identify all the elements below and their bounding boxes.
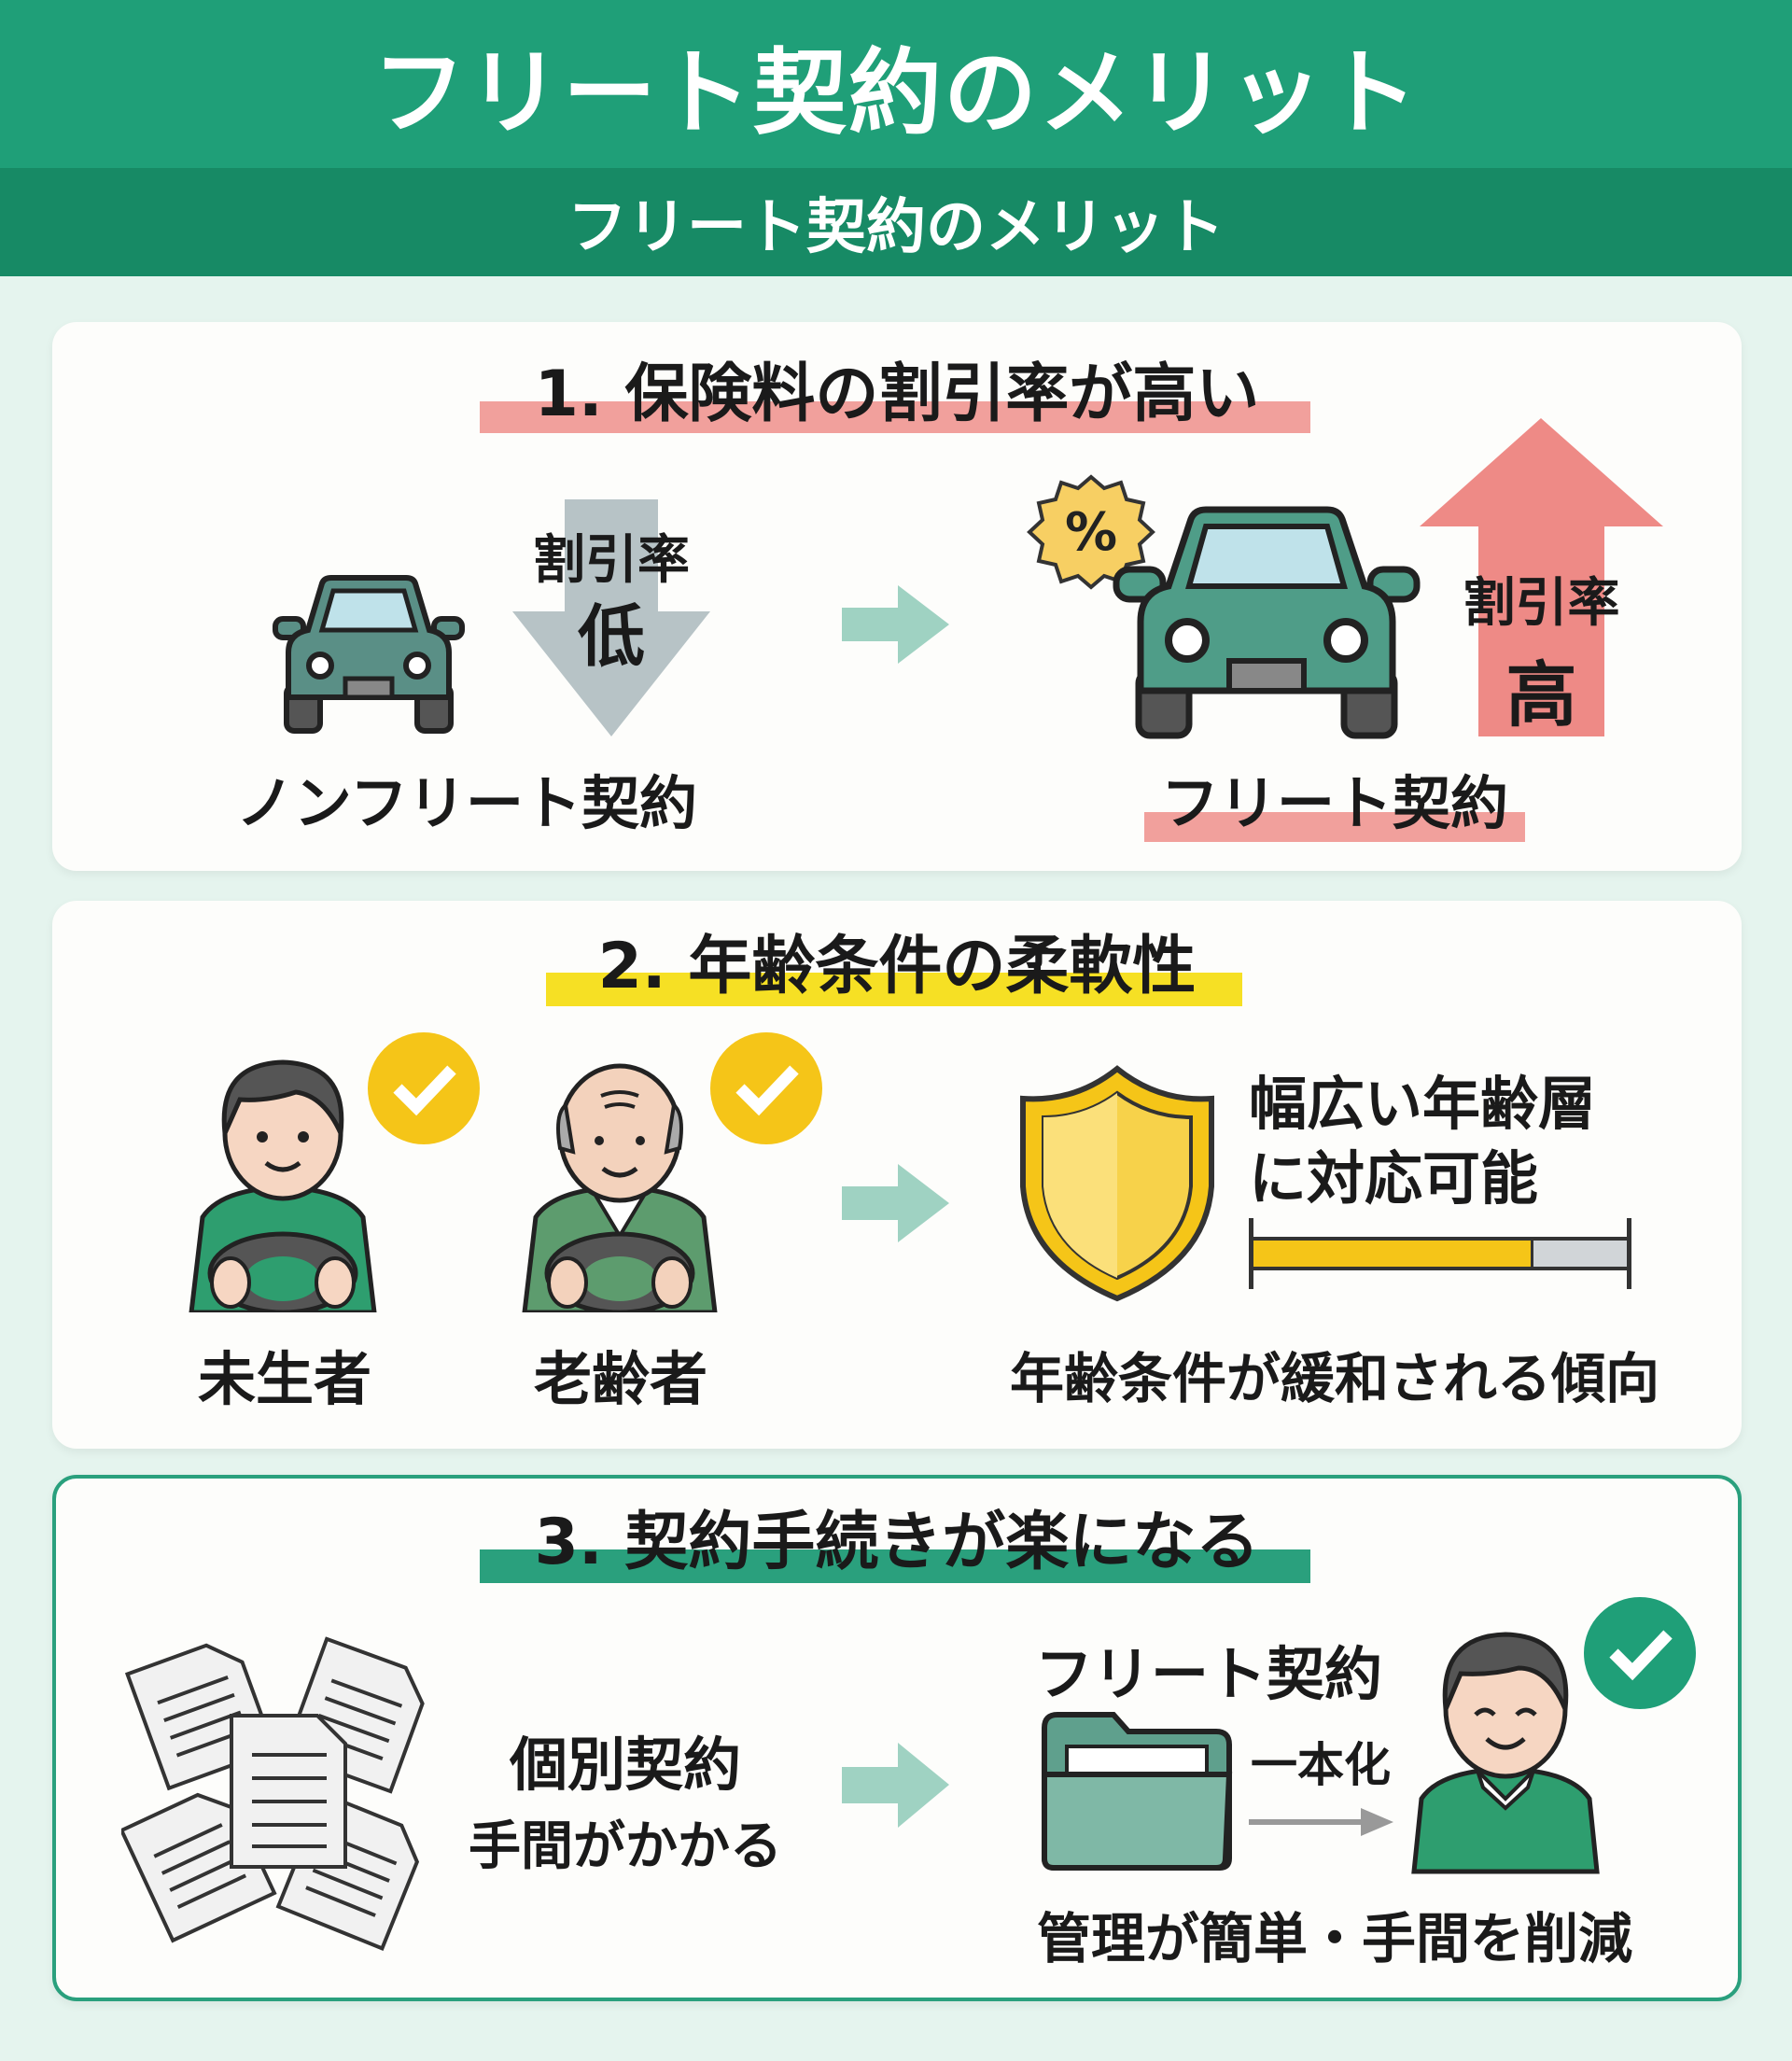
folder-icon <box>1042 1712 1233 1871</box>
high-rate-label: 割引率 <box>1463 572 1620 634</box>
header-banner: フリート契約のメリット <box>0 0 1792 168</box>
caption-highlight <box>1144 812 1525 842</box>
high-rate-value: 高 <box>1505 652 1577 736</box>
check-icon <box>1584 1597 1696 1709</box>
non-fleet-caption: ノンフリート契約 <box>235 769 698 837</box>
heading-highlight <box>480 1549 1310 1583</box>
fleet-contract-title: フリート契約 <box>1034 1640 1382 1708</box>
heading-highlight <box>546 973 1242 1006</box>
right-arrow-icon <box>842 1743 949 1828</box>
page-title: フリート契約のメリット <box>372 37 1420 147</box>
fleet-caption: フリート契約 <box>1160 769 1508 837</box>
low-rate-value: 低 <box>577 596 645 676</box>
gray-arrow-icon <box>1249 1808 1393 1836</box>
young-driver-label: 未生者 <box>197 1345 371 1413</box>
right-arrow-icon <box>842 585 949 664</box>
elderly-driver-label: 老齢者 <box>533 1345 707 1413</box>
management-caption: 管理が簡単・手間を削減 <box>1036 1907 1632 1970</box>
coverage-description: 幅広い年齢層 に対応可能 <box>1249 1067 1596 1216</box>
coverage-bar <box>1249 1218 1631 1289</box>
subheader-banner: フリート契約のメリット <box>0 168 1792 276</box>
shield-icon <box>1020 1065 1214 1302</box>
elderly-driver-icon <box>522 1063 718 1312</box>
age-caption: 年齢条件が緩和される傾向 <box>1009 1347 1659 1410</box>
up-arrow-icon <box>1420 418 1663 736</box>
large-car-icon <box>1113 506 1421 739</box>
low-rate-label: 割引率 <box>533 529 690 591</box>
check-icon <box>368 1032 480 1144</box>
page-subtitle: フリート契約のメリット <box>567 193 1225 262</box>
section3-heading: 3. 契約手続きが楽になる <box>534 1505 1260 1579</box>
section2-heading: 2. 年齢条件の柔軟性 <box>597 929 1197 1003</box>
right-arrow-icon <box>842 1164 949 1242</box>
hassle-label: 手間がかかる <box>469 1816 782 1877</box>
young-driver-icon <box>189 1059 377 1312</box>
individual-contract-label: 個別契約 <box>509 1731 741 1799</box>
coverage-bar-fill <box>1253 1241 1533 1267</box>
percent-badge-icon: % <box>1027 474 1155 590</box>
documents-pile-icon <box>121 1636 425 1951</box>
down-arrow-icon <box>512 499 710 736</box>
check-icon <box>710 1032 822 1144</box>
staff-person-icon <box>1411 1632 1600 1874</box>
section1-heading: 1. 保険料の割引率が高い <box>534 357 1260 431</box>
heading-highlight <box>480 401 1310 433</box>
unify-label: 一本化 <box>1251 1738 1391 1792</box>
coverage-line2: に対応可能 <box>1249 1144 1539 1213</box>
small-car-icon <box>273 575 465 734</box>
coverage-line1: 幅広い年齢層 <box>1249 1070 1597 1138</box>
percent-sign: % <box>1065 502 1117 563</box>
